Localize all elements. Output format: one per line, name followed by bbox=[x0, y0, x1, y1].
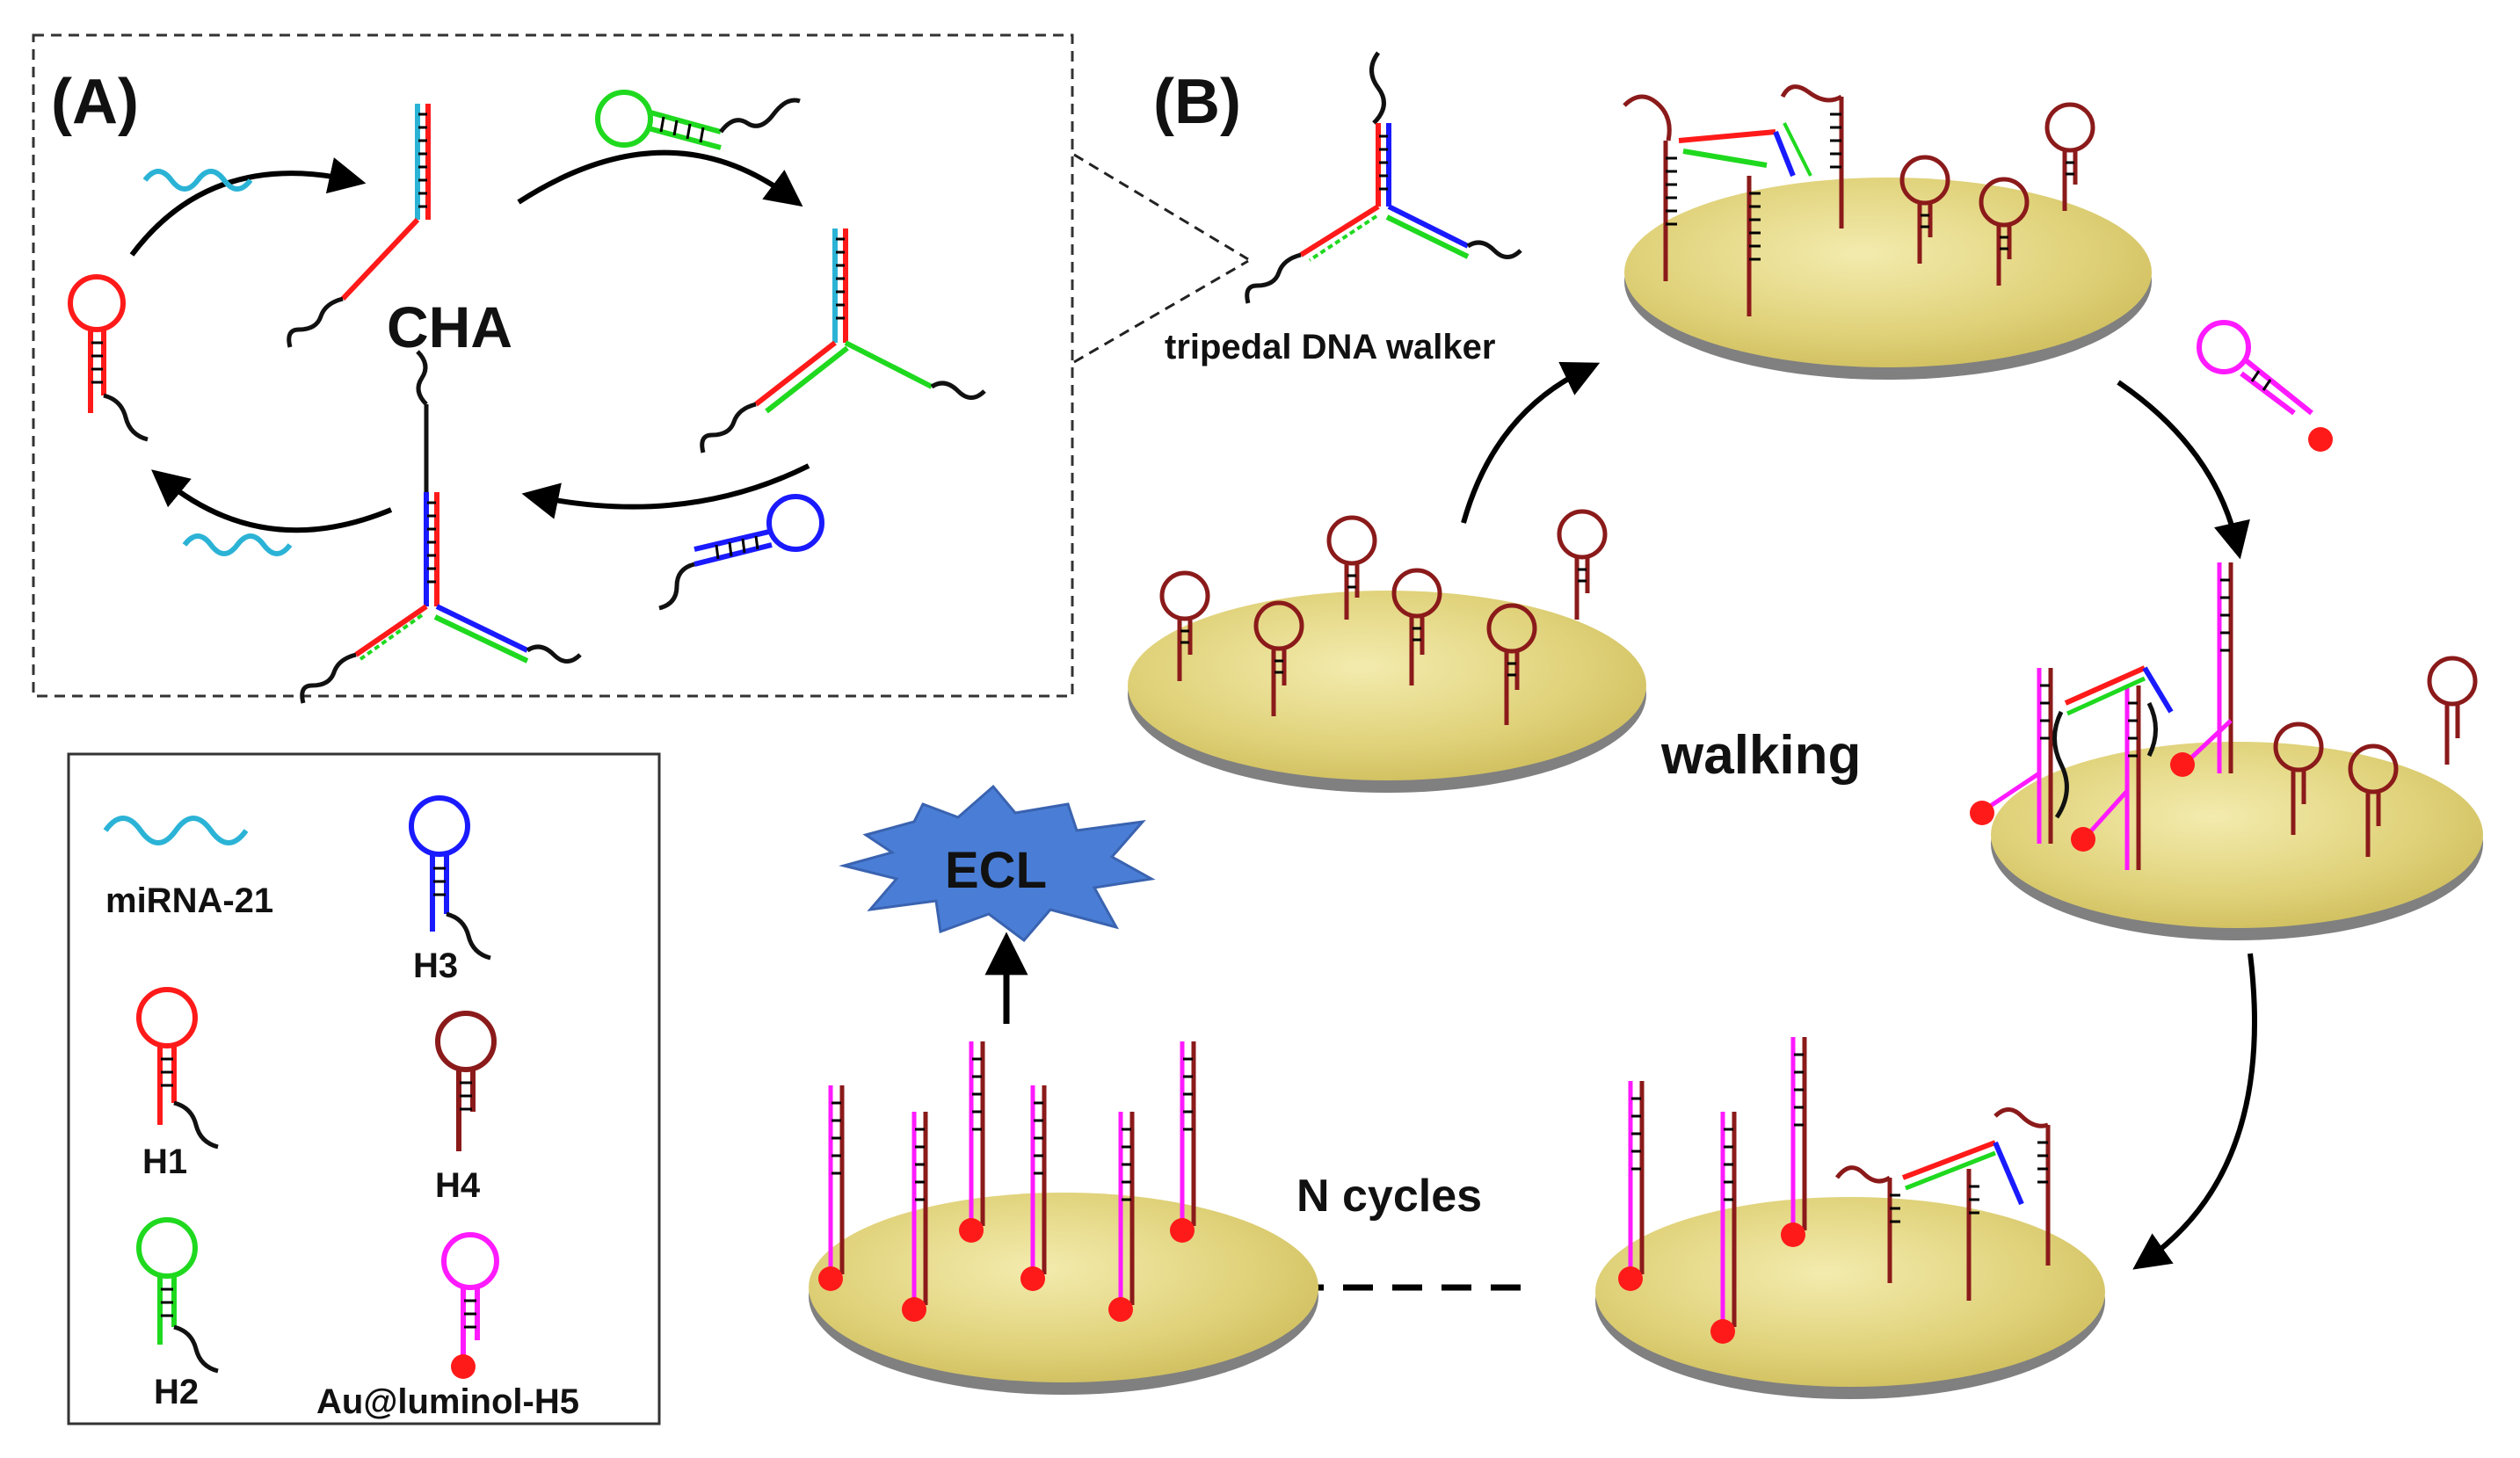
legend-box bbox=[67, 752, 661, 1425]
h4-hairpin-icon bbox=[2044, 102, 2095, 211]
mirna-strand-icon bbox=[182, 533, 293, 556]
legend-label-h4: H4 bbox=[435, 1166, 481, 1205]
cha-arrow-3 bbox=[521, 463, 810, 519]
legend-label-h1: H1 bbox=[142, 1142, 187, 1181]
h4-hairpin-icon bbox=[1391, 568, 1442, 685]
h4-hairpin-icon bbox=[1486, 603, 1537, 725]
walk-arrow-up bbox=[1461, 361, 1601, 524]
walking-label: walking bbox=[1660, 725, 1861, 786]
h4-hairpin-icon bbox=[2348, 744, 2399, 857]
h4-hairpin-icon bbox=[1899, 155, 1950, 264]
electrode-h5-binding bbox=[1970, 562, 2483, 940]
ecl-starburst-icon bbox=[839, 784, 1156, 943]
legend-h1-hairpin-icon bbox=[136, 987, 219, 1150]
gold-bead-icon bbox=[1618, 1266, 1643, 1291]
walk-arrow-down bbox=[2132, 953, 2257, 1270]
legend-gold-bead-icon bbox=[451, 1354, 476, 1379]
legend-h5-hairpin-icon bbox=[441, 1232, 499, 1379]
zoom-line-bottom bbox=[1073, 259, 1249, 364]
gold-bead-icon bbox=[2170, 752, 2195, 777]
gold-bead-icon bbox=[959, 1218, 984, 1243]
h4-hairpin-icon bbox=[1326, 515, 1377, 620]
panel-a-label: (A) bbox=[51, 67, 139, 137]
gold-bead-icon bbox=[1170, 1218, 1195, 1243]
gold-bead-icon bbox=[902, 1297, 926, 1322]
mirna-strand-icon bbox=[142, 169, 253, 192]
panel-b-label: (B) bbox=[1153, 67, 1241, 137]
h1-mirna-duplex bbox=[287, 104, 431, 348]
ecl-label: ECL bbox=[945, 842, 1047, 899]
gold-bead-icon bbox=[2308, 427, 2333, 452]
electrode-top bbox=[1623, 84, 2152, 380]
h2-hairpin-icon bbox=[595, 90, 801, 150]
h1-hairpin-icon bbox=[68, 274, 149, 442]
tripedal-complex-a bbox=[300, 350, 582, 704]
legend-mirna-icon bbox=[103, 816, 249, 845]
legend-label-h2: H2 bbox=[154, 1373, 199, 1411]
gold-bead-icon bbox=[2071, 827, 2095, 852]
legend-h4-hairpin-icon bbox=[435, 1011, 497, 1151]
legend-h2-hairpin-icon bbox=[136, 1217, 219, 1374]
gold-bead-icon bbox=[1108, 1297, 1133, 1322]
h4-hairpin-icon bbox=[2427, 656, 2478, 765]
cycles-label: N cycles bbox=[1296, 1171, 1482, 1222]
cha-arrow-4 bbox=[151, 469, 393, 533]
zoom-line-top bbox=[1073, 153, 1249, 261]
h5-hairpin-icon bbox=[2197, 320, 2333, 452]
legend-label-h3: H3 bbox=[413, 947, 458, 985]
walker-label: tripedal DNA walker bbox=[1165, 328, 1495, 366]
h4-hairpin-icon bbox=[1979, 177, 2030, 286]
legend-h3-hairpin-icon bbox=[409, 795, 491, 961]
panel-a-frame bbox=[32, 33, 1074, 698]
walk-arrow-down-right bbox=[2117, 380, 2250, 560]
gold-bead-icon bbox=[1781, 1222, 1805, 1247]
h3-hairpin-icon bbox=[658, 494, 824, 611]
electrode-initial bbox=[1128, 509, 1646, 793]
h4-hairpin-icon bbox=[1557, 509, 1608, 620]
tripedal-dna-walker bbox=[1245, 51, 1522, 304]
gold-bead-icon bbox=[1020, 1266, 1045, 1291]
electrode-final bbox=[809, 1041, 1318, 1395]
h1-h2-mirna-complex bbox=[700, 228, 986, 453]
electrode-cycling bbox=[1595, 1037, 2105, 1399]
h4-hairpin-icon bbox=[1253, 600, 1304, 716]
gold-bead-icon bbox=[1970, 801, 1994, 825]
h4-hairpin-icon bbox=[1159, 570, 1210, 681]
legend-label-mirna: miRNA-21 bbox=[105, 881, 273, 920]
gold-bead-icon bbox=[818, 1266, 843, 1291]
gold-bead-icon bbox=[1710, 1319, 1735, 1344]
legend-label-h5: Au@luminol-H5 bbox=[316, 1382, 579, 1421]
cha-label: CHA bbox=[387, 294, 512, 359]
h4-hairpin-icon bbox=[2273, 722, 2324, 835]
cha-arrow-2 bbox=[517, 149, 803, 207]
